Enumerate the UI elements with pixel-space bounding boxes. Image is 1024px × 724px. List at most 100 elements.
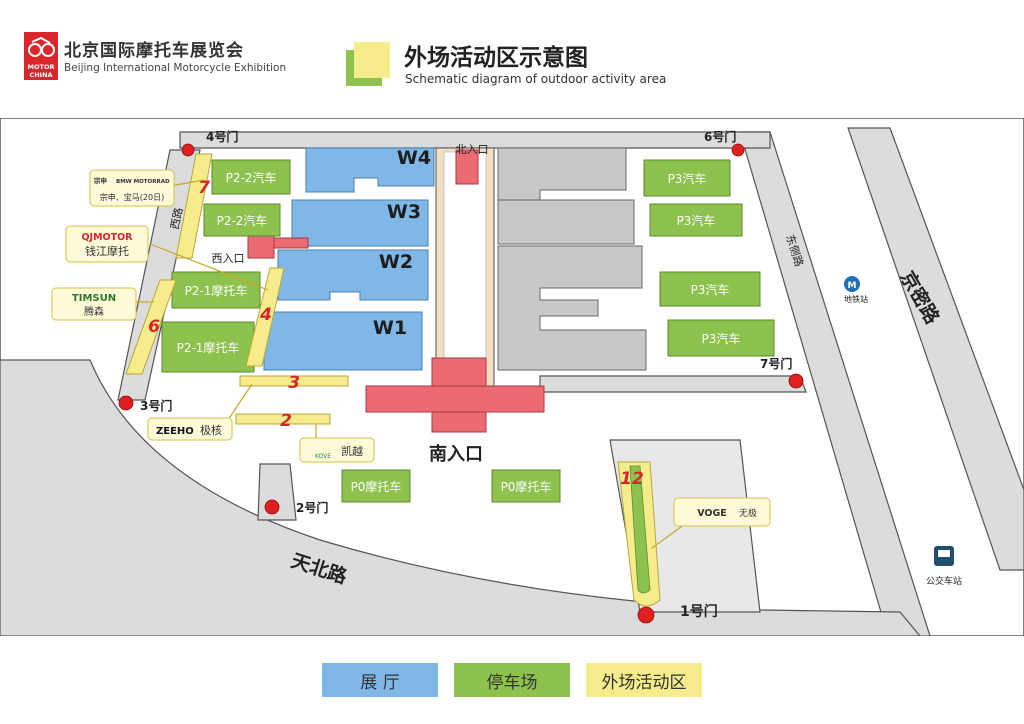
- zone-4: [245, 267, 285, 367]
- brand-qjmotor-card: [65, 225, 149, 263]
- gates: [118, 143, 804, 624]
- brand-voge-label: 无极: [739, 507, 757, 519]
- brand-zeeho-label: 极核: [200, 423, 222, 437]
- parking-p2-1a: [171, 271, 261, 309]
- legend-parking: 停车场: [454, 663, 570, 697]
- zone-6: [125, 279, 177, 375]
- subway-icon: [844, 276, 860, 292]
- east-halls: [497, 147, 647, 371]
- gate-2-label: 2号门: [296, 500, 328, 515]
- brand-zeeho-card: [147, 417, 233, 441]
- subway-label: 地铁站: [844, 294, 868, 304]
- zone-6-label: 6: [148, 317, 160, 337]
- p3a-label: P3汽车: [668, 171, 707, 186]
- p2-2b-label: P2-2汽车: [217, 213, 268, 228]
- brand-zongshen-bmw-label: 宗申、宝马(20日): [100, 192, 164, 202]
- zone-2-label: 2: [280, 411, 292, 431]
- zone-2: [235, 413, 331, 425]
- gate-4-label: 4号门: [206, 129, 238, 144]
- legend-hall-label: 展 厅: [360, 672, 400, 693]
- parking-p2-2a: [211, 159, 291, 195]
- brand-voge-logo: VOGE: [697, 508, 727, 519]
- parking-p0b: [491, 469, 561, 503]
- p2-1a-label: P2-1摩托车: [185, 283, 248, 298]
- brand-zongshen-logo: 宗申: [94, 176, 107, 185]
- jingmi-road: [847, 127, 1024, 571]
- hall-w1-label: W1: [373, 317, 407, 339]
- brand-voge-card: [673, 497, 771, 527]
- p0b-label: P0摩托车: [501, 479, 552, 494]
- zone-7-label: 7: [198, 178, 210, 198]
- parking-p2-2b: [203, 203, 281, 237]
- zone-3: [239, 375, 349, 387]
- p3b-label: P3汽车: [677, 213, 716, 228]
- zone-4-label: 4: [259, 305, 272, 325]
- gate-1-label: 1号门: [680, 603, 718, 620]
- north-entrance-label: 北入口: [456, 143, 489, 156]
- brand-kove-card: [299, 437, 375, 463]
- hall-w2-label: W2: [379, 251, 413, 273]
- gate-6-marker: [731, 143, 745, 157]
- brand-kove-label: 凯越: [341, 444, 363, 458]
- legend-hall: 展 厅: [322, 663, 438, 697]
- subway-station: M 地铁站: [844, 276, 868, 304]
- hall-w3-label: W3: [387, 201, 421, 223]
- parking-p2-1b: [161, 321, 255, 373]
- page-title: 外场活动区示意图: [404, 45, 588, 71]
- roads: [0, 127, 1024, 636]
- hall-w3: [291, 199, 429, 247]
- logo-badge-line1: MOTOR: [28, 63, 55, 71]
- gate-1-marker: [637, 606, 655, 624]
- hall-w4-label: W4: [397, 147, 431, 169]
- page-subtitle: Schematic diagram of outdoor activity ar…: [405, 72, 667, 86]
- entrances: [247, 149, 545, 433]
- gate-7-marker: [788, 373, 804, 389]
- p2-1b-label: P2-1摩托车: [177, 340, 240, 355]
- exhibition-halls: W4 W3 W2 W1: [263, 147, 435, 371]
- legend-activity: 外场活动区: [586, 663, 702, 697]
- legend-parking-label: 停车场: [486, 672, 538, 693]
- p3c-label: P3汽车: [691, 282, 730, 297]
- gate-3-marker: [118, 395, 134, 411]
- west-road-label: 西路: [168, 206, 185, 230]
- org-name-en: Beijing International Motorcycle Exhibit…: [64, 62, 287, 74]
- legend-activity-label: 外场活动区: [601, 672, 687, 693]
- title-icon: [346, 42, 392, 88]
- parking-lots: [161, 159, 775, 503]
- gate-2-marker: [264, 499, 280, 515]
- parking-p3d: [667, 319, 775, 357]
- brand-kove-logo: KOVE: [315, 453, 331, 460]
- south-entrance-label: 南入口: [429, 443, 483, 465]
- brand-callouts: 宗申 BMW MOTORRAD 宗申、宝马(20日) QJMOTOR 钱江摩托 …: [51, 169, 771, 549]
- brand-bmw-logo: BMW MOTORRAD: [116, 179, 170, 185]
- parking-p3b: [649, 203, 743, 237]
- brand-timsun-card: [51, 287, 137, 321]
- north-entrance-block: [455, 149, 479, 185]
- brand-timsun-logo: TIMSUN: [72, 293, 116, 304]
- brand-timsun-label: 腾森: [84, 305, 104, 318]
- p2-2a-label: P2-2汽车: [226, 170, 277, 185]
- gate-7-label: 7号门: [760, 356, 792, 371]
- parking-p3a: [643, 159, 731, 197]
- svg-text:M: M: [848, 281, 857, 291]
- brand-zongshen-bmw-card: [89, 169, 175, 207]
- parking-p0a: [341, 469, 411, 503]
- north-road: [179, 131, 771, 149]
- brand-zeeho-logo: ZEEHO: [156, 426, 194, 437]
- zone-3-label: 3: [288, 373, 300, 393]
- hall-w4: [305, 147, 435, 193]
- parking-p3c: [659, 271, 761, 307]
- west-entrance-label: 西入口: [212, 252, 245, 265]
- hall-w2: [277, 249, 429, 301]
- bus-label: 公交车站: [926, 575, 962, 587]
- zone-12-inner: [629, 465, 651, 594]
- brand-qjmotor-label: 钱江摩托: [85, 244, 129, 258]
- bus-station: 公交车站: [926, 546, 962, 587]
- service-road: [539, 375, 807, 393]
- gate-3-label: 3号门: [140, 398, 172, 413]
- motor-china-logo: MOTOR CHINA: [24, 32, 58, 80]
- brand-qjmotor-logo: QJMOTOR: [81, 232, 133, 243]
- org-name-cn: 北京国际摩托车展览会: [64, 41, 244, 61]
- venue-map: W4 W3 W2 W1 北入口 西入口 南入口 P2-2汽车 P2-2汽车 P2…: [0, 118, 1024, 636]
- logo-badge-line2: CHINA: [29, 71, 52, 79]
